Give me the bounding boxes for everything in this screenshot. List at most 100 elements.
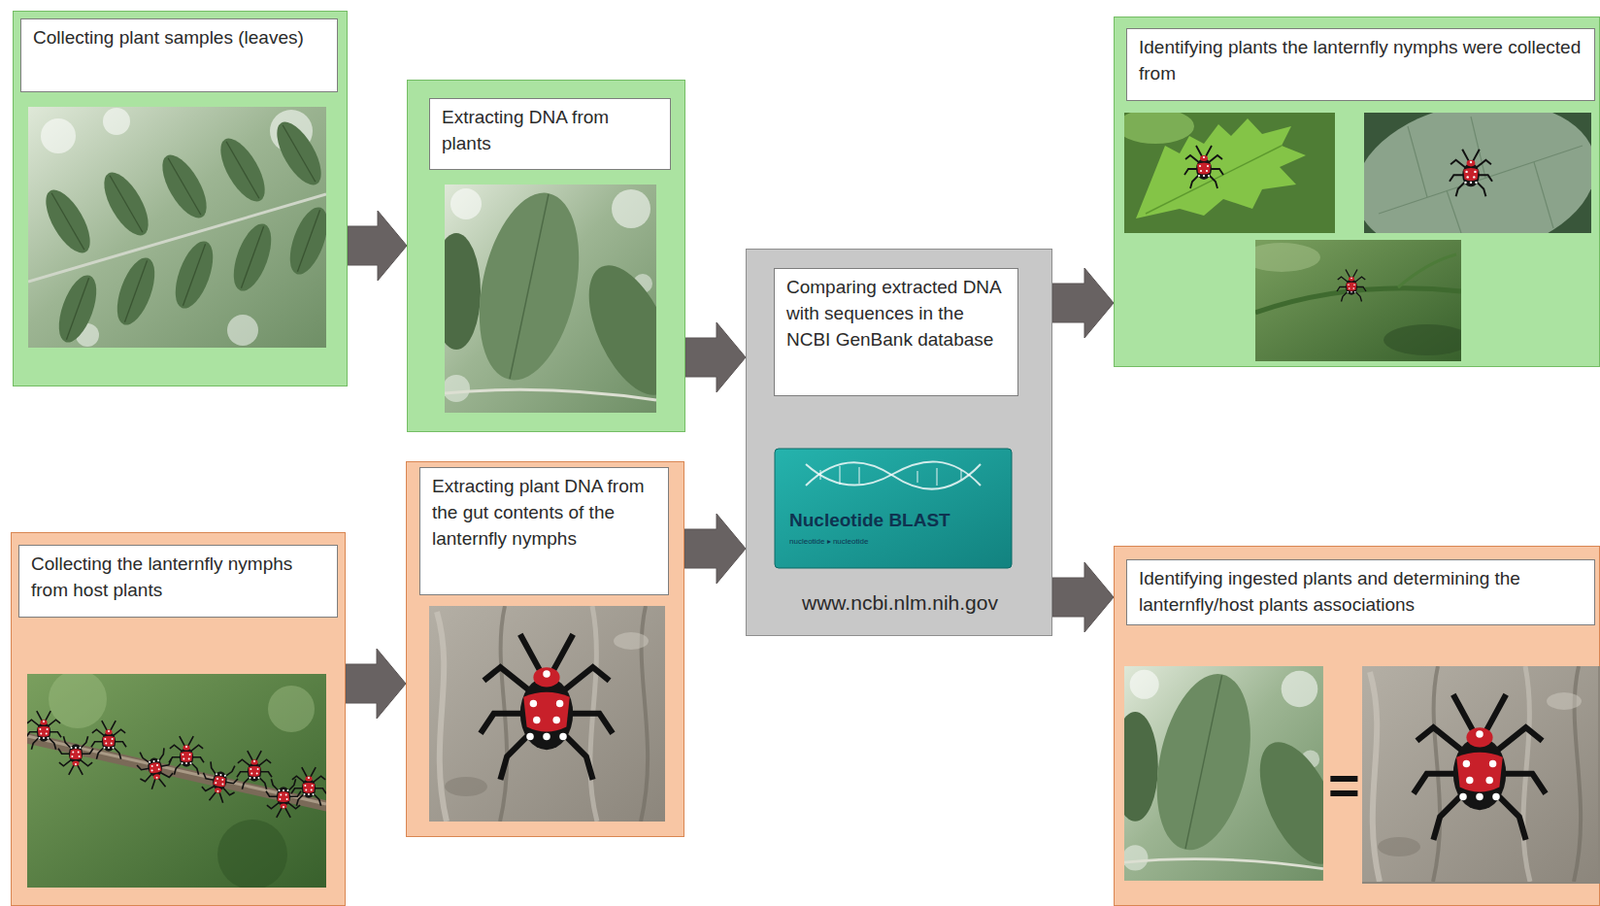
plant-stem <box>1255 288 1462 313</box>
process-panel: Extracting DNA from plants <box>406 79 686 433</box>
leaflet <box>211 132 273 209</box>
text-slot: Identifying plants the lanternfly nymphs… <box>1126 28 1596 101</box>
leaf-photo <box>1112 665 1356 881</box>
bokeh <box>269 109 313 153</box>
text-slot: Collecting plant samples (leaves) <box>20 18 338 93</box>
leaflet <box>109 252 163 330</box>
process-panel: Comparing extracted DNA with sequences i… <box>745 248 1053 636</box>
bark-photo <box>1362 666 1599 882</box>
leaflet <box>167 235 221 313</box>
logo-text: nucleotide ▸ nucleotide <box>789 536 868 546</box>
process-panel: Collecting the lanternfly nymphs from ho… <box>10 532 346 906</box>
vein <box>1446 190 1462 234</box>
equals-sign: = <box>1328 758 1361 813</box>
bokeh <box>227 314 259 346</box>
text-slot: www.ncbi.nlm.nih.gov <box>750 591 1050 615</box>
lanternfly-nymph <box>91 720 127 760</box>
leaf-midrib <box>1145 145 1282 214</box>
rung <box>935 467 938 486</box>
block-arrow <box>347 210 407 281</box>
bokeh <box>267 685 315 733</box>
step-label: Identifying plants the lanternfly nymphs… <box>1126 28 1596 101</box>
step-label: Extracting plant DNA from the gut conten… <box>419 466 669 596</box>
dna-rungs <box>820 466 962 486</box>
plant-stem <box>1398 254 1457 288</box>
bark-photo <box>429 605 666 822</box>
text-slot: nucleotide ▸ nucleotide <box>789 536 868 546</box>
photo-ground <box>28 106 327 348</box>
bokeh <box>48 673 107 729</box>
text-slot: Extracting DNA from plants <box>429 98 671 170</box>
dna-strand <box>805 462 981 490</box>
text-slot: Extracting plant DNA from the gut conten… <box>419 466 669 596</box>
vein <box>1407 126 1428 198</box>
lanternfly-nymph <box>266 778 301 818</box>
text-slot: Collecting the lanternfly nymphs from ho… <box>18 544 338 618</box>
bokeh <box>217 819 288 888</box>
bark-photo-frame <box>1362 666 1600 884</box>
rung <box>916 470 919 483</box>
leaf-blur <box>1124 112 1195 144</box>
step-label: Comparing extracted DNA with sequences i… <box>773 267 1019 397</box>
leaflet <box>51 269 104 347</box>
block-arrow <box>1052 267 1114 338</box>
lanternfly-nymph <box>1336 269 1367 302</box>
photo-ground <box>1364 112 1592 234</box>
step-label: Identifying ingested plants and determin… <box>1126 559 1596 626</box>
leaf-blur <box>1255 242 1321 272</box>
vein <box>1470 116 1486 178</box>
lanternfly-nymph <box>236 750 272 790</box>
nymph-on-stem-photo <box>1255 239 1462 362</box>
leaflet <box>153 148 215 226</box>
photo-ground <box>1124 112 1335 234</box>
leaflet <box>226 218 279 296</box>
text-slot: Comparing extracted DNA with sequences i… <box>773 267 1019 397</box>
blast-logo <box>774 448 1012 568</box>
leaf-blur <box>1383 324 1462 356</box>
leaflet <box>36 183 99 261</box>
lanternfly-nymph <box>27 710 62 750</box>
url-text: www.ncbi.nlm.nih.gov <box>750 591 1050 615</box>
photo-ground <box>1255 239 1462 362</box>
leaflet <box>267 115 327 193</box>
lanternfly-nymph <box>1184 145 1224 189</box>
nymph-on-leaf-photo <box>1364 112 1592 234</box>
lanternfly-nymph <box>134 746 176 791</box>
process-panel: Extracting plant DNA from the gut conten… <box>405 461 685 837</box>
process-panel: Identifying plants the lanternfly nymphs… <box>1113 16 1600 367</box>
bokeh <box>102 107 131 135</box>
branch <box>27 737 327 806</box>
lanternfly-nymph <box>199 760 240 804</box>
vein <box>1378 145 1583 214</box>
rung <box>838 466 841 485</box>
leaflets <box>36 115 327 348</box>
process-panel: Collecting plant samples (leaves) <box>12 10 348 387</box>
lanternfly-nymph <box>291 766 327 806</box>
leaf-photo <box>432 183 691 413</box>
leaflet <box>282 201 327 279</box>
lanternfly-nymph <box>1449 149 1493 197</box>
serrated-leaf <box>1135 118 1306 219</box>
lanternfly-nymph <box>168 735 204 775</box>
leaf-veins <box>1378 116 1583 234</box>
block-arrow <box>1052 562 1114 633</box>
photo-ground <box>27 673 327 888</box>
text-slot: = <box>1328 758 1361 813</box>
text-slot: Nucleotide BLAST <box>789 509 951 532</box>
nymphs-on-branch-photo <box>27 673 327 888</box>
logo-text: Nucleotide BLAST <box>789 509 951 532</box>
branch-highlight <box>27 735 327 804</box>
step-label: Collecting plant samples (leaves) <box>20 18 338 93</box>
branch <box>28 194 327 282</box>
plant-sample-photo <box>28 106 327 348</box>
leaflet <box>95 166 157 243</box>
vein <box>1533 162 1554 229</box>
rung <box>819 469 822 480</box>
leaf-blade <box>1364 112 1592 234</box>
step-label: Collecting the lanternfly nymphs from ho… <box>18 544 338 618</box>
block-arrow <box>685 322 746 393</box>
bokeh <box>40 118 76 154</box>
lanternfly-nymph <box>58 735 94 775</box>
